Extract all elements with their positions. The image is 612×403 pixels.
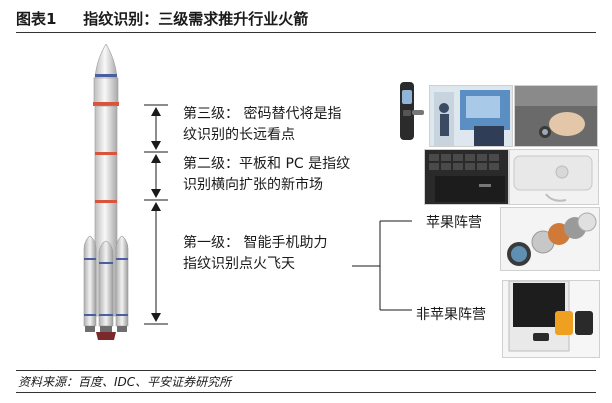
stage-2-line-1: 第二级：平板和 PC 是指纹 <box>183 156 351 172</box>
stage-3-line-1: 第三级： 密码替代将是指 <box>183 106 342 122</box>
atm-fingerprint-image <box>429 85 513 147</box>
touch-id-sensor-image <box>500 207 600 271</box>
tablet-fingerprint-image <box>509 149 599 205</box>
rocket-illustration <box>74 43 138 344</box>
figure-label: 图表1 <box>16 10 57 28</box>
stage-1-line-1: 第一级： 智能手机助力 <box>183 235 328 251</box>
stage-1-line-2: 指纹识别点火飞天 <box>183 256 295 272</box>
figure-title-text: 指纹识别：三级需求推升行业火箭 <box>83 10 309 28</box>
figure-title: 图表1 指纹识别：三级需求推升行业火箭 <box>16 8 596 30</box>
apple-camp-label: 苹果阵营 <box>426 215 482 231</box>
source-divider <box>16 370 596 371</box>
stage-1-text: 第一级： 智能手机助力 指纹识别点火飞天 <box>183 233 363 275</box>
stage-3-line-2: 纹识别的长远看点 <box>183 127 295 143</box>
fingerprint-door-lock-image <box>392 80 428 142</box>
non-apple-camp-label: 非苹果阵营 <box>416 307 486 323</box>
stage-3-text: 第三级： 密码替代将是指 纹识别的长远看点 <box>183 104 363 146</box>
source-note: 资料来源：百度、IDC、平安证券研究所 <box>18 375 232 389</box>
stage-2-text: 第二级：平板和 PC 是指纹 识别横向扩张的新市场 <box>183 154 363 196</box>
camp-connector-lines <box>352 216 412 316</box>
bottom-divider <box>16 392 596 393</box>
car-fingerprint-image <box>514 85 598 147</box>
laptop-fingerprint-image <box>424 149 509 205</box>
stage-bracket-arrows <box>138 104 178 334</box>
title-divider <box>16 32 596 33</box>
stage-2-line-2: 识别横向扩张的新市场 <box>183 177 323 193</box>
android-phone-fingerprint-image <box>502 280 600 358</box>
